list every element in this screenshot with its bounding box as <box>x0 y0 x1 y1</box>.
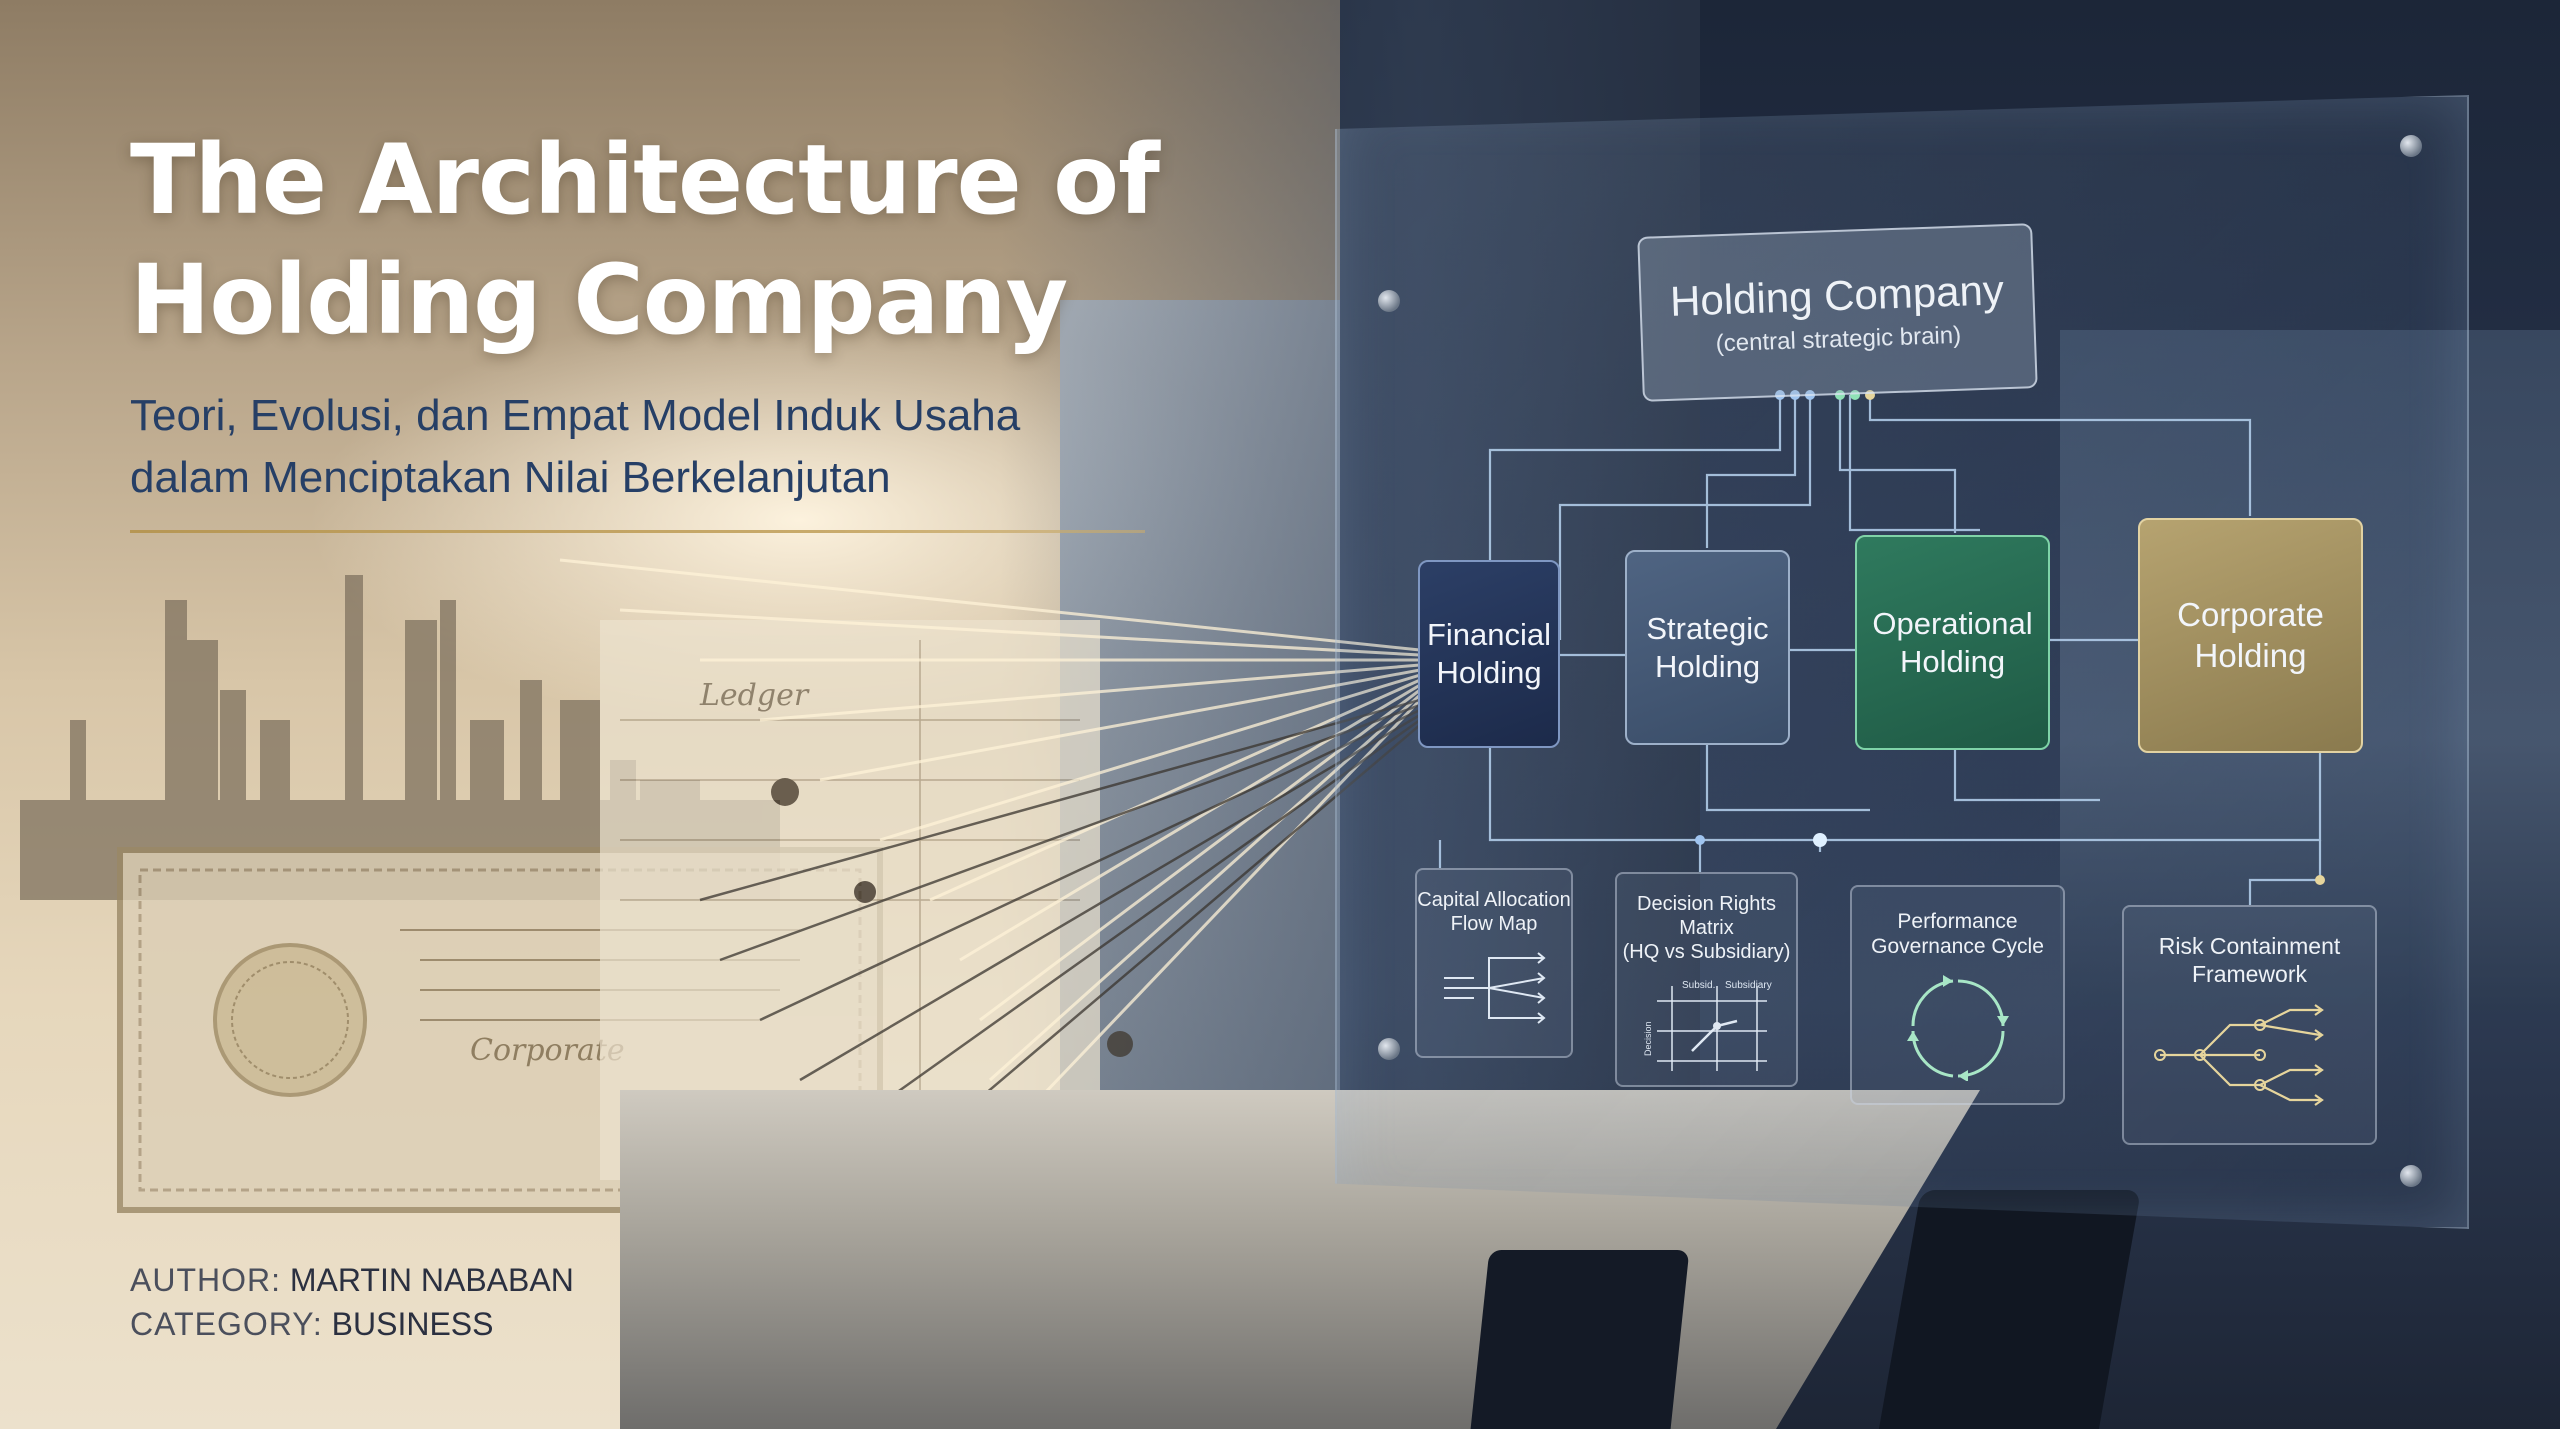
matrix-axis-label: Decision <box>1643 1021 1653 1056</box>
framework-label: Performance <box>1897 910 2018 933</box>
author-label: AUTHOR: <box>130 1262 281 1298</box>
financial-holding-box: Financial Holding <box>1418 560 1560 748</box>
operational-holding-box: Operational Holding <box>1855 535 2050 750</box>
cover-subtitle-line: dalam Menciptakan Nilai Berkelanjutan <box>130 453 891 502</box>
cycle-arrows-icon <box>1906 975 2009 1082</box>
conference-table <box>620 1090 1980 1429</box>
board-bolt <box>1378 290 1400 312</box>
model-label: Holding <box>1899 643 2006 679</box>
author-line: AUTHOR: MARTIN NABABAN <box>130 1262 574 1299</box>
performance-governance-panel: Performance Governance Cycle <box>1850 885 2065 1105</box>
board-bolt <box>2400 1165 2422 1187</box>
cover-subtitle: Teori, Evolusi, dan Empat Model Induk Us… <box>130 385 1180 509</box>
connector-nodes <box>1695 390 2325 885</box>
cover-subtitle-line: Teori, Evolusi, dan Empat Model Induk Us… <box>130 391 1021 440</box>
strategic-holding-box: Strategic Holding <box>1625 550 1790 745</box>
board-bolt <box>2400 135 2422 157</box>
risk-containment-panel: Risk Containment Framework <box>2122 905 2377 1145</box>
model-label: Holding <box>1654 648 1761 684</box>
cover-title-line: The Architecture of <box>130 124 1160 236</box>
certificate-signature: Corporate <box>470 1033 625 1068</box>
author-name: MARTIN NABABAN <box>289 1262 574 1298</box>
category-line: CATEGORY: BUSINESS <box>130 1306 493 1343</box>
dark-pen-lines <box>699 698 1420 1201</box>
corporate-holding-box: Corporate Holding <box>2138 518 2363 753</box>
model-label: Holding <box>1436 655 1542 690</box>
framework-label: Decision Rights Matrix <box>1637 893 1776 939</box>
category-label: CATEGORY: <box>130 1306 323 1342</box>
matrix-axis-label: Subsidiary <box>1725 980 1772 991</box>
matrix-axis-label: Subsid. <box>1682 980 1715 991</box>
cover-title: The Architecture of Holding Company <box>130 120 1180 360</box>
model-label: Operational <box>1872 605 2033 641</box>
industrial-illustration: Corporate Ledger <box>20 558 1420 1213</box>
category-name: BUSINESS <box>331 1306 494 1342</box>
title-divider <box>130 530 1145 533</box>
light-rays <box>559 558 1420 1142</box>
board-bolt <box>1378 1038 1400 1060</box>
decision-rights-panel: Decision Rights Matrix (HQ vs Subsidiary… <box>1615 872 1798 1087</box>
framework-label: (HQ vs Subsidiary) <box>1622 941 1791 963</box>
flow-arrows-icon <box>1444 952 1546 1024</box>
holding-company-title: Holding Company <box>1669 266 2005 326</box>
matrix-icon: Subsid. Subsidiary Decision <box>1643 980 1772 1071</box>
model-label: Strategic <box>1646 610 1769 646</box>
model-label: Holding <box>2194 636 2307 674</box>
framework-label: Capital Allocation <box>1417 889 1571 911</box>
model-label: Financial <box>1426 617 1552 653</box>
holding-company-box: Holding Company (central strategic brain… <box>1637 223 2038 402</box>
holding-company-subtitle: (central strategic brain) <box>1715 322 1962 358</box>
model-label: Corporate <box>2177 596 2324 634</box>
framework-label: Governance Cycle <box>1871 935 2044 959</box>
branching-tree-icon <box>2153 1004 2324 1107</box>
framework-label: Risk Containment <box>2158 933 2341 959</box>
ledger-heading: Ledger <box>699 678 810 713</box>
framework-label: Flow Map <box>1450 913 1538 935</box>
framework-label: Framework <box>2191 960 2307 987</box>
cover-title-line: Holding Company <box>130 244 1068 356</box>
capital-allocation-panel: Capital Allocation Flow Map <box>1415 868 1573 1058</box>
